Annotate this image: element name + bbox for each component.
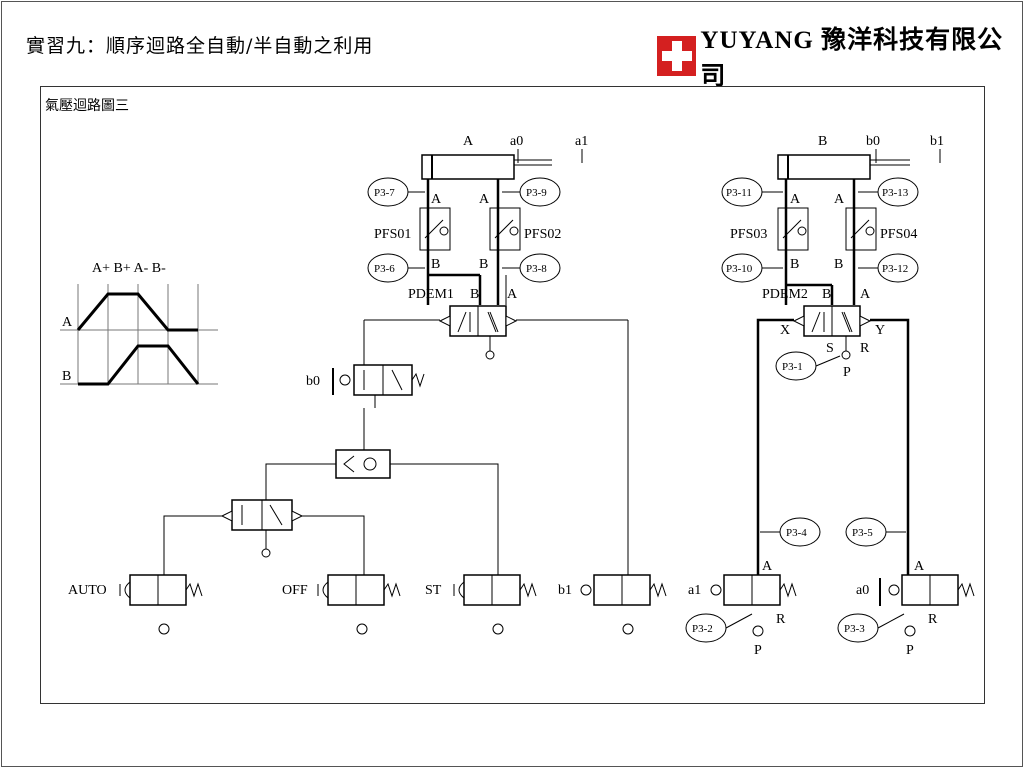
svg-text:P3-8: P3-8 bbox=[526, 263, 547, 275]
b0-label: b0 bbox=[306, 374, 320, 389]
step-row-a-label: A bbox=[62, 315, 73, 330]
sequence-label: A+ B+ A- B- bbox=[92, 261, 166, 276]
pfs02-port-a: A bbox=[479, 192, 490, 207]
pfs04-port-a: A bbox=[834, 192, 845, 207]
pdem1-port-b: B bbox=[470, 287, 479, 302]
test-point-p3-2: P3-2 bbox=[685, 613, 753, 643]
a0-valve-port-r: R bbox=[928, 612, 938, 627]
test-point-p3-4: P3-4 bbox=[760, 517, 821, 547]
start-switch-label: ST bbox=[425, 583, 442, 598]
a1-switch-label: a1 bbox=[688, 583, 701, 598]
svg-text:P3-11: P3-11 bbox=[726, 187, 752, 199]
pdem1-label: PDEM1 bbox=[408, 287, 454, 302]
svg-text:P3-7: P3-7 bbox=[374, 187, 395, 199]
sensor-b0-label: b0 bbox=[866, 134, 880, 149]
a1-valve-port-a: A bbox=[762, 559, 773, 574]
pdem2-port-y: Y bbox=[875, 323, 885, 338]
test-point-p3-12: P3-12 bbox=[858, 253, 919, 283]
a0-valve-port-p: P bbox=[906, 643, 914, 658]
cylinder-b-label: B bbox=[818, 134, 827, 149]
flow-control-valve-pfs02 bbox=[489, 207, 521, 251]
diagram-panel bbox=[40, 86, 985, 704]
company-logo: YUYANG 豫洋科技有限公司 bbox=[657, 20, 1024, 92]
svg-text:P3-13: P3-13 bbox=[882, 187, 909, 199]
pdem2-port-x: X bbox=[780, 323, 790, 338]
step-row-b-label: B bbox=[62, 369, 71, 384]
pfs04-port-b: B bbox=[834, 257, 843, 272]
test-point-p3-5: P3-5 bbox=[845, 517, 906, 547]
test-point-p3-6: P3-6 bbox=[367, 253, 425, 283]
auto-switch-label: AUTO bbox=[68, 583, 107, 598]
company-name: YUYANG 豫洋科技有限公司 bbox=[700, 27, 1004, 90]
svg-text:P3-9: P3-9 bbox=[526, 187, 547, 199]
pdem1-port-a: A bbox=[507, 287, 518, 302]
svg-text:P3-1: P3-1 bbox=[782, 361, 803, 373]
pfs03-label: PFS03 bbox=[730, 227, 767, 242]
test-point-p3-9: P3-9 bbox=[502, 177, 561, 207]
pdem2-label: PDEM2 bbox=[762, 287, 808, 302]
a1-valve-port-p: P bbox=[754, 643, 762, 658]
flow-control-valve-pfs03 bbox=[777, 207, 809, 251]
off-switch-label: OFF bbox=[282, 583, 308, 598]
pdem2-port-r: R bbox=[860, 341, 870, 356]
roller-valve-b0 bbox=[332, 364, 425, 408]
sensor-b1-label: b1 bbox=[930, 134, 944, 149]
a0-valve-port-a: A bbox=[914, 559, 925, 574]
a1-roller-valve bbox=[710, 574, 797, 637]
main-valve-pdem1 bbox=[363, 305, 629, 575]
sensor-a0-label: a0 bbox=[510, 134, 523, 149]
svg-text:P3-2: P3-2 bbox=[692, 623, 713, 635]
svg-text:P3-4: P3-4 bbox=[786, 527, 807, 539]
start-pushbutton-valve bbox=[453, 574, 537, 635]
selector-valve bbox=[163, 499, 365, 575]
b1-switch-label: b1 bbox=[558, 583, 572, 598]
cylinder-b: B b0 b1 bbox=[777, 134, 944, 180]
pdem2-port-a: A bbox=[860, 287, 871, 302]
displacement-step-diagram: A+ B+ A- B- A B bbox=[60, 261, 218, 386]
pfs01-port-a: A bbox=[431, 192, 442, 207]
pfs04-label: PFS04 bbox=[880, 227, 917, 242]
test-point-p3-11: P3-11 bbox=[721, 177, 783, 207]
pdem2-port-p: P bbox=[843, 365, 851, 380]
page-title: 實習九：順序迴路全自動/半自動之利用 bbox=[26, 35, 374, 57]
sensor-a1-label: a1 bbox=[575, 134, 588, 149]
flow-control-valve-pfs04 bbox=[845, 207, 877, 251]
pfs02-port-b: B bbox=[479, 257, 488, 272]
flow-valves-b bbox=[784, 179, 856, 305]
shuttle-valve bbox=[265, 408, 499, 575]
svg-text:P3-10: P3-10 bbox=[726, 263, 753, 275]
test-point-p3-10: P3-10 bbox=[721, 253, 783, 283]
test-point-p3-7: P3-7 bbox=[367, 177, 425, 207]
a1-valve-port-r: R bbox=[776, 612, 786, 627]
cylinder-a: A a0 a1 bbox=[421, 134, 588, 180]
pdem2-port-s: S bbox=[826, 341, 834, 356]
cylinder-a-label: A bbox=[463, 134, 474, 149]
svg-text:P3-3: P3-3 bbox=[844, 623, 865, 635]
svg-text:P3-5: P3-5 bbox=[852, 527, 873, 539]
flow-control-valve-pfs01 bbox=[419, 207, 451, 251]
test-point-p3-3: P3-3 bbox=[837, 613, 905, 643]
test-point-p3-13: P3-13 bbox=[858, 177, 919, 207]
pdem2-port-b: B bbox=[822, 287, 831, 302]
a0-switch-label: a0 bbox=[856, 583, 869, 598]
pfs01-port-b: B bbox=[431, 257, 440, 272]
red-cross-logo-icon bbox=[657, 36, 697, 76]
auto-pushbutton-valve bbox=[119, 574, 203, 635]
flow-valves-a bbox=[426, 179, 507, 305]
off-pushbutton-valve bbox=[317, 574, 401, 635]
b1-roller-valve bbox=[580, 574, 667, 635]
svg-text:P3-6: P3-6 bbox=[374, 263, 395, 275]
test-point-p3-1: P3-1 bbox=[775, 351, 841, 381]
a0-roller-valve bbox=[879, 574, 975, 637]
test-point-p3-8: P3-8 bbox=[502, 253, 561, 283]
svg-text:P3-12: P3-12 bbox=[882, 263, 908, 275]
pfs02-label: PFS02 bbox=[524, 227, 561, 242]
pfs01-label: PFS01 bbox=[374, 227, 411, 242]
pfs03-port-b: B bbox=[790, 257, 799, 272]
main-valve-pdem2 bbox=[756, 305, 910, 575]
panel-title: 氣壓迴路圖三 bbox=[45, 98, 129, 114]
pfs03-port-a: A bbox=[790, 192, 801, 207]
